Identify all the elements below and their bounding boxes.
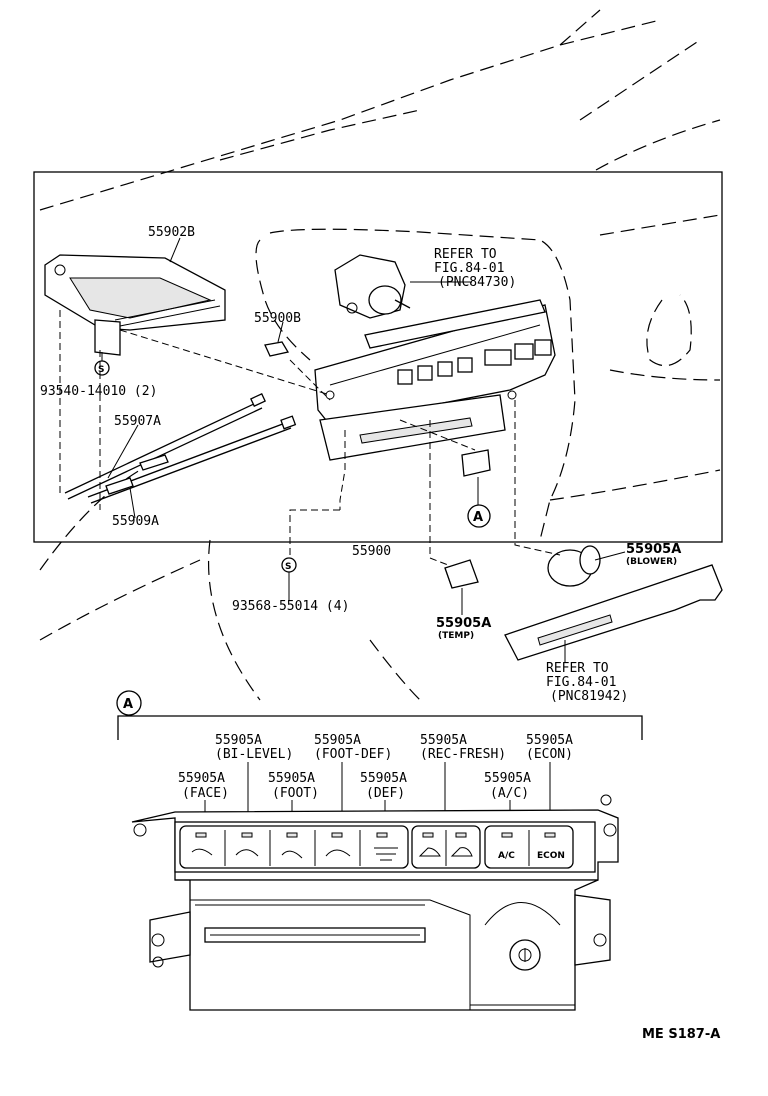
econ-button-face: ECON	[537, 851, 565, 861]
callout-blower-num: 55905A	[626, 542, 681, 557]
callout-bulb: 55900B	[254, 311, 301, 326]
view-a-marker-top: A	[467, 504, 491, 528]
ref-panel-line2: FIG.84-01	[546, 675, 616, 690]
label-face-name: (FACE)	[182, 786, 229, 801]
screw-marker-left: S	[94, 352, 110, 376]
temp-knob	[444, 559, 479, 589]
detail-housing	[149, 879, 611, 1011]
callout-cable-a: 55907A	[114, 414, 161, 429]
label-foot-name: (FOOT)	[272, 786, 319, 801]
detail-view-a-marker: A	[116, 690, 142, 716]
callout-screw-mid: 93568-55014 (4)	[232, 599, 349, 614]
blower-knob	[547, 545, 601, 587]
label-footdef-name: (FOOT-DEF)	[314, 747, 392, 762]
blower-motor	[334, 254, 411, 319]
detail-marker-text: A	[123, 697, 133, 712]
screw-symbol: S	[98, 365, 104, 375]
screw-symbol: S	[285, 562, 291, 572]
label-bilevel-name: (BI-LEVEL)	[215, 747, 293, 762]
ref-panel-line3: (PNC81942)	[550, 689, 628, 704]
trim-panel	[504, 564, 723, 661]
control-assembly	[314, 299, 556, 461]
label-econ-name: (ECON)	[526, 747, 573, 762]
detail-control-panel: A/C ECON	[131, 794, 619, 881]
label-footdef-num: 55905A	[314, 733, 361, 748]
bracket-part	[44, 254, 226, 356]
callout-temp-name: (TEMP)	[438, 631, 474, 641]
label-bilevel-num: 55905A	[215, 733, 262, 748]
ref-blower-line1: REFER TO	[434, 247, 497, 262]
detail-bracket-line	[117, 715, 643, 740]
ac-button-face: A/C	[498, 851, 515, 861]
callout-cable-b: 55909A	[112, 514, 159, 529]
vehicle-outline	[39, 9, 721, 701]
callout-screw-left: 93540-14010 (2)	[40, 384, 157, 399]
ref-blower-line2: FIG.84-01	[434, 261, 504, 276]
upper-frame	[33, 171, 723, 543]
callout-blower-name: (BLOWER)	[626, 557, 677, 567]
label-recfresh-name: (REC-FRESH)	[420, 747, 506, 762]
label-def-num: 55905A	[360, 771, 407, 786]
screw-marker-mid: S	[281, 557, 297, 600]
bulb-part	[264, 341, 290, 357]
label-face-num: 55905A	[178, 771, 225, 786]
ref-blower-line3: (PNC84730)	[438, 275, 516, 290]
callout-temp-num: 55905A	[436, 616, 491, 631]
label-econ-num: 55905A	[526, 733, 573, 748]
label-foot-num: 55905A	[268, 771, 315, 786]
callout-control-assy: 55900	[352, 544, 391, 559]
label-ac-num: 55905A	[484, 771, 531, 786]
label-ac-name: (A/C)	[490, 786, 529, 801]
label-def-name: (DEF)	[366, 786, 405, 801]
ref-panel-line1: REFER TO	[546, 661, 609, 676]
figure-code: ME S187-A	[642, 1027, 720, 1042]
label-recfresh-num: 55905A	[420, 733, 467, 748]
view-marker-text: A	[473, 510, 483, 525]
leader-lines	[59, 310, 561, 566]
knob-on-assembly	[461, 449, 491, 477]
callout-bracket: 55902B	[148, 225, 195, 240]
